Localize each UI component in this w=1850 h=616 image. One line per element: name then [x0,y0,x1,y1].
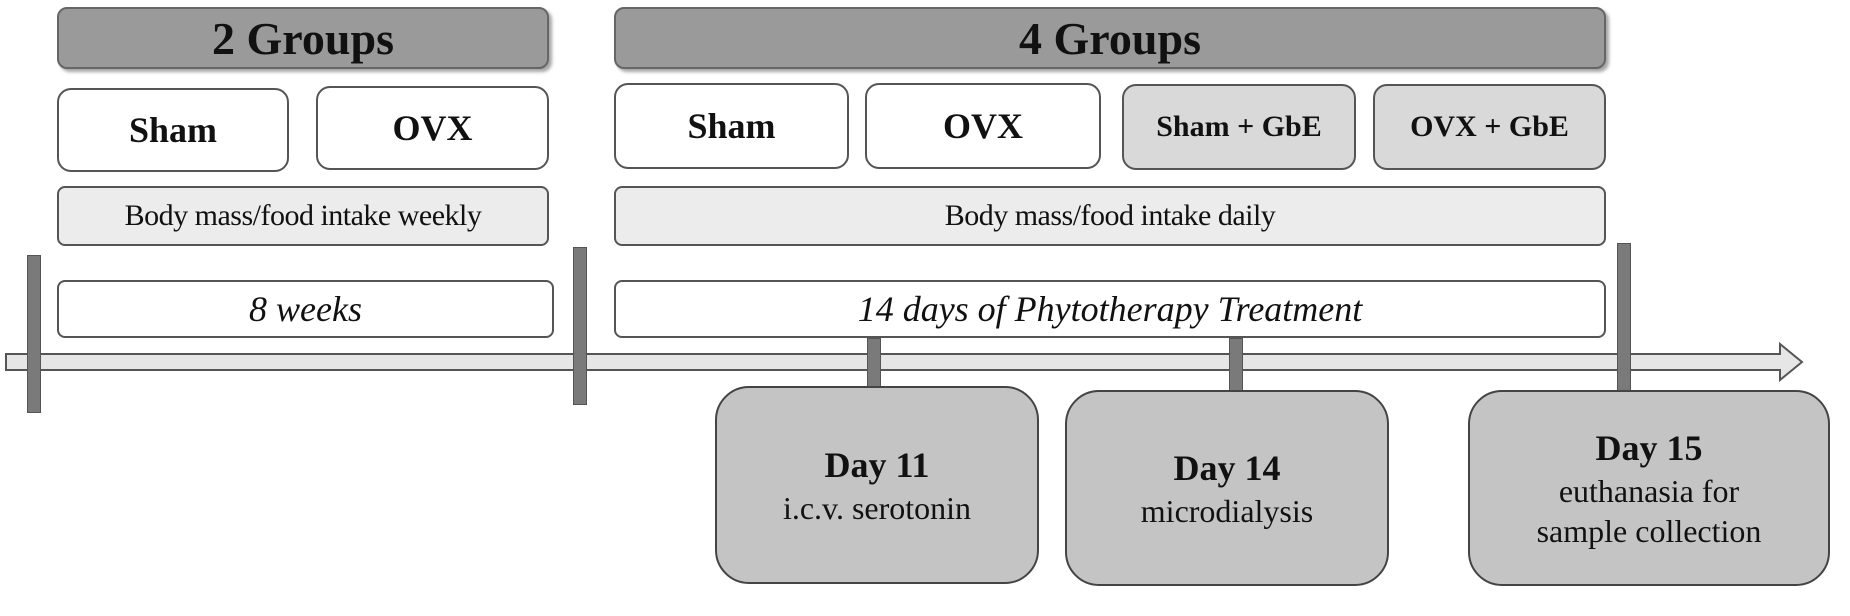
phase1-header: 2 Groups [57,7,549,69]
phase2-intake-label: Body mass/food intake daily [614,186,1606,246]
phase1-intake-label: Body mass/food intake weekly [57,186,549,246]
event-day14-title: Day 14 [1173,447,1281,488]
phase1-duration-label: 8 weeks [57,280,554,338]
phase1-group-sham: Sham [57,88,289,172]
timeline-start-tick [27,255,41,413]
event-day11-desc: i.c.v. serotonin [782,489,972,526]
phase2-header: 4 Groups [614,7,1606,69]
event-day11-title: Day 11 [824,444,930,485]
phase1-group-ovx: OVX [316,86,549,170]
event-day15-title: Day 15 [1595,427,1703,468]
phase2-group-sham: Sham [614,83,849,169]
phase2-group-ovx-gbe: OVX + GbE [1373,84,1606,170]
event-day15: Day 15 euthanasia for sample collection [1468,390,1830,586]
phase2-group-sham-gbe: Sham + GbE [1122,84,1356,170]
event-day14-desc: microdialysis [1140,492,1314,529]
timeline-phase-boundary-tick [573,247,587,405]
event-day14: Day 14 microdialysis [1065,390,1389,586]
phase2-group-ovx: OVX [865,83,1101,169]
phase2-duration-label: 14 days of Phytotherapy Treatment [614,280,1606,338]
event-day15-desc-line1: euthanasia for [1558,472,1740,509]
event-day11: Day 11 i.c.v. serotonin [715,386,1039,584]
timeline-end-tick [1617,243,1631,401]
event-day15-desc-line2: sample collection [1536,512,1762,549]
